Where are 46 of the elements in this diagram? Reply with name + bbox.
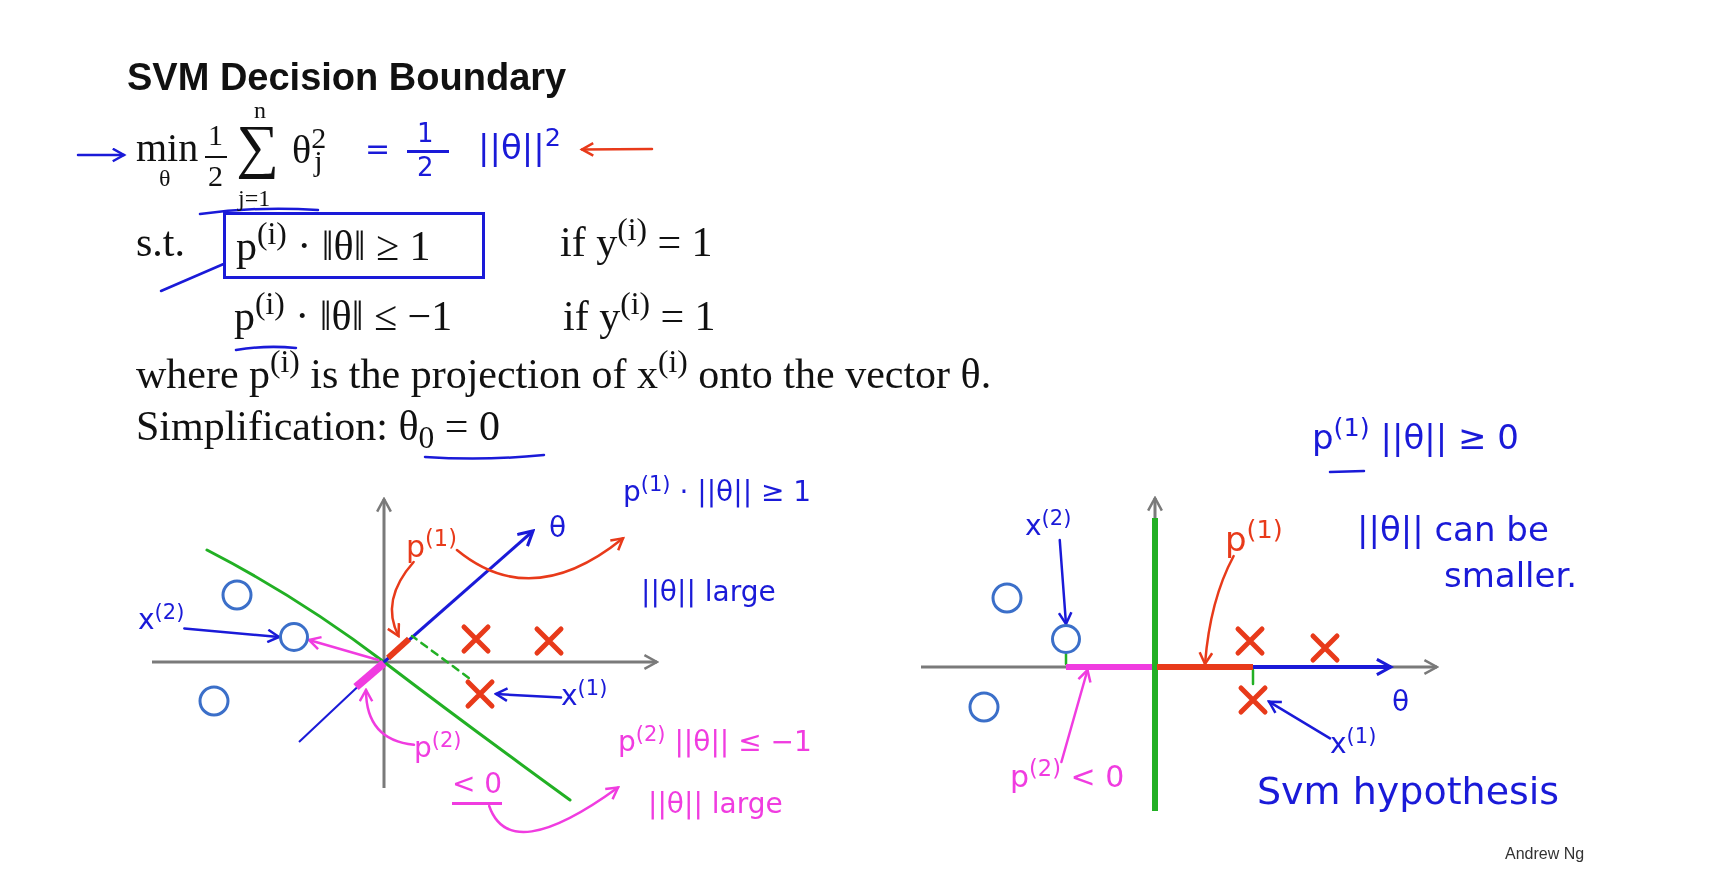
cross-marker-icon: [1237, 684, 1269, 716]
arrow: [183, 627, 281, 644]
math-text: n: [254, 98, 266, 122]
projection-line: [1064, 652, 1068, 666]
slide-title: SVM Decision Boundary: [127, 58, 567, 96]
boxed-formula: p$^{(i)}$ · ‖θ‖ ≥ 1: [223, 212, 485, 279]
handwritten-note: ||θ|| can be smaller.: [1357, 508, 1579, 597]
circle-marker-icon: [279, 622, 309, 652]
author-name: Andrew Ng: [1505, 846, 1585, 862]
arrow: [1267, 700, 1332, 740]
arrow: [1060, 668, 1092, 764]
handwritten-math: 1: [417, 120, 434, 146]
circle-marker-icon: [1051, 624, 1081, 654]
projection-segment: [352, 660, 387, 690]
math-text: θ: [159, 166, 171, 190]
math-text: s.t.: [136, 221, 185, 263]
handwritten-note: ||θ|| large: [641, 578, 776, 606]
arrow: [307, 635, 380, 662]
math-text: min: [136, 128, 199, 168]
curved-arrow: [386, 560, 415, 638]
projection-segment: [385, 636, 412, 661]
handwritten-note: ||θ|| large: [648, 790, 783, 818]
curved-arrow: [455, 537, 625, 580]
curved-arrow: [487, 786, 620, 834]
arrow: [76, 147, 126, 163]
curved-arrow: [1198, 554, 1235, 666]
projection-segment: [1066, 664, 1152, 670]
arrow: [1057, 538, 1073, 626]
projection-line: [410, 634, 471, 680]
handwritten-label: θ: [1392, 688, 1410, 716]
arrow: [494, 687, 563, 703]
handwritten-label: < 0: [452, 770, 503, 805]
math-text: j=1: [238, 186, 271, 210]
handwritten-label: θ: [549, 514, 567, 542]
curved-arrow: [358, 688, 416, 747]
math-text: 2: [208, 161, 223, 191]
math-text: 1: [208, 120, 223, 150]
cross-marker-icon: [464, 678, 496, 710]
pen-stroke: [159, 263, 225, 293]
projection-segment: [1157, 664, 1253, 670]
arrow: [580, 141, 654, 157]
projection-line: [1251, 668, 1255, 686]
handwritten-math: 2: [417, 154, 434, 180]
handwritten-note: Svm hypothesis: [1257, 772, 1560, 810]
simplification-text: Simplification: θ$_{0}$ = 0: [136, 405, 501, 447]
handwritten-math: =: [365, 134, 391, 164]
